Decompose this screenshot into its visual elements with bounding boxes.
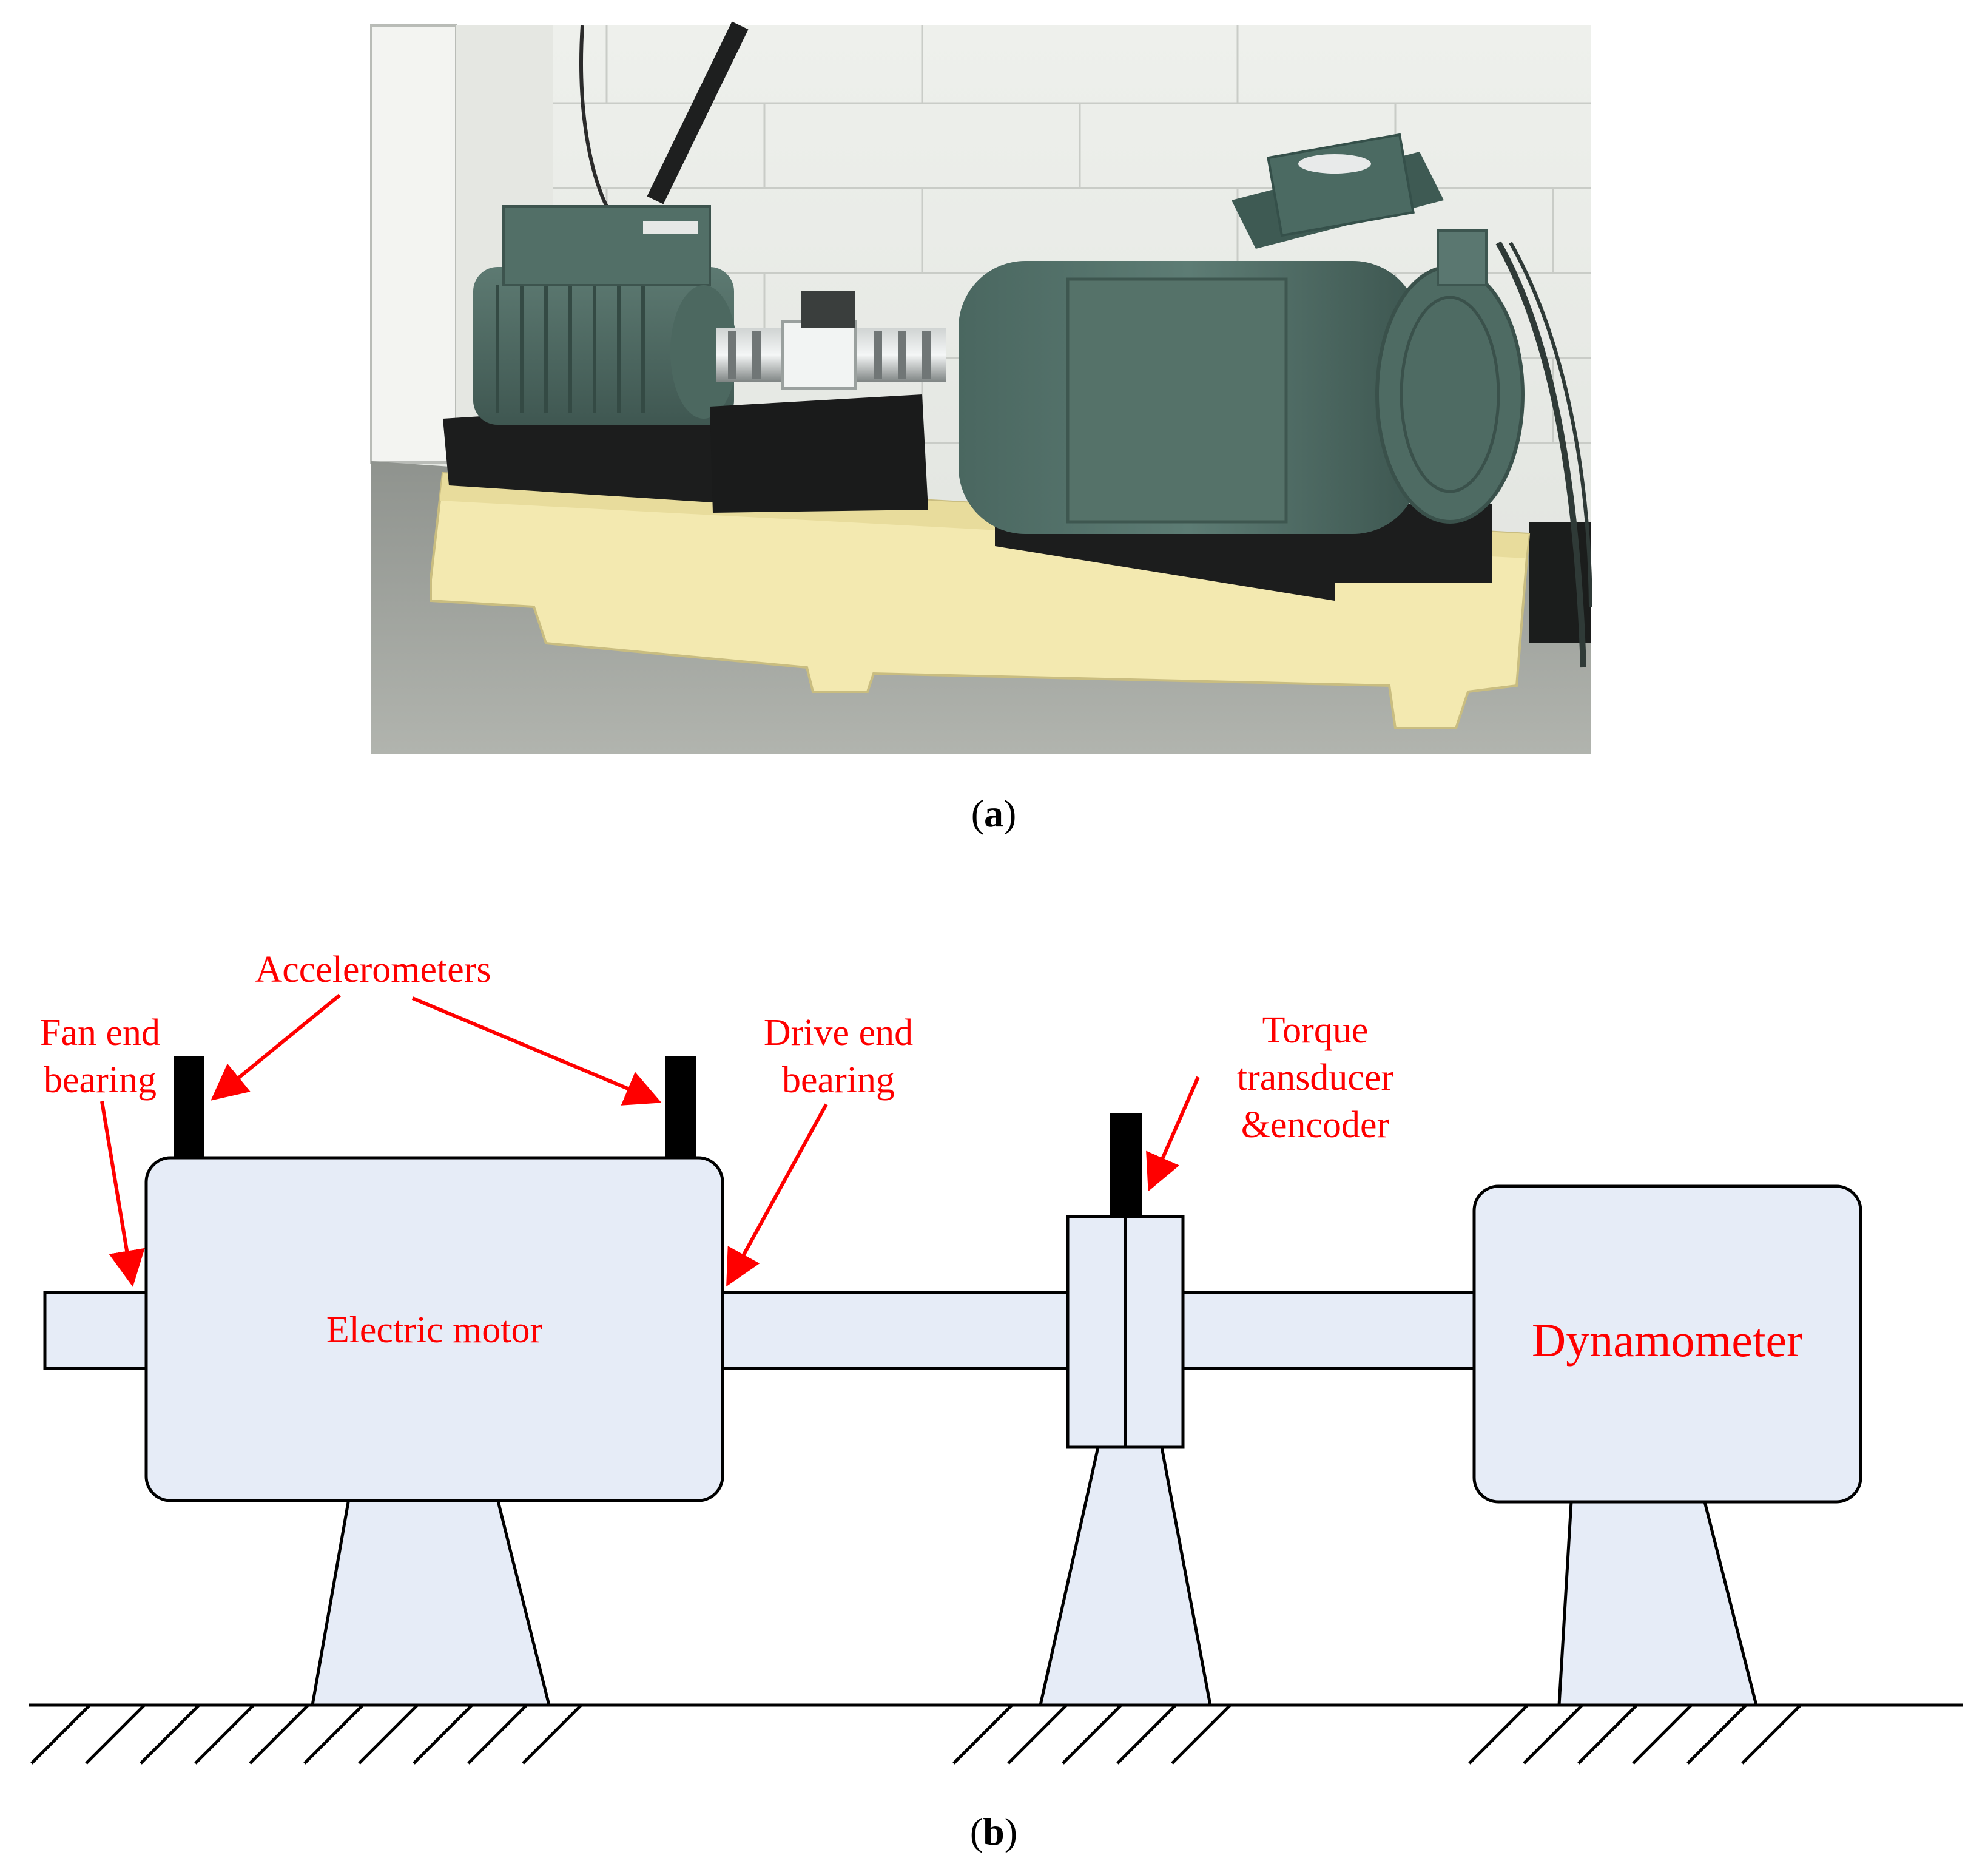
photo-motor-mount (443, 400, 731, 504)
caption-a: (a) (971, 792, 1017, 835)
photo-cable (647, 21, 749, 204)
schematic-panel (43, 1156, 1862, 1707)
caption-a-close: ) (1003, 792, 1016, 835)
arrow-drive-end (726, 1103, 828, 1287)
photo-transducer-stand (710, 394, 928, 513)
caption-b-close: ) (1005, 1810, 1017, 1853)
photo-cable (579, 25, 608, 208)
label-electric-motor: Electric motor (326, 1309, 543, 1351)
caption-b-open: ( (970, 1810, 983, 1853)
electric-motor (144, 1156, 724, 1502)
photo-dyno-end (1375, 265, 1525, 524)
caption-b-letter: b (983, 1810, 1005, 1853)
label-fan-end-line1: Fan end (40, 1012, 160, 1053)
photo-panel (370, 21, 1592, 754)
arrow-fan-end (100, 1101, 145, 1287)
arrow-torque (1146, 1076, 1200, 1192)
transducer-support (1038, 1445, 1213, 1707)
annotation-arrows (100, 993, 1200, 1287)
ground (29, 1703, 1963, 1765)
label-drive-end-line1: Drive end (764, 1012, 913, 1053)
dynamometer-support (1557, 1500, 1759, 1707)
label-torque-line2: transducer (1237, 1057, 1394, 1098)
photo-coupling-bolts (728, 331, 931, 379)
photo-transducer (781, 320, 857, 390)
photo-dyno-end-ring (1400, 296, 1500, 493)
photo-dyno-encoder (1437, 229, 1488, 286)
arrow-accel-right (411, 996, 662, 1106)
label-accelerometers: Accelerometers (255, 949, 491, 990)
label-torque-line1: Torque (1262, 1010, 1369, 1051)
ground-hatch-left (30, 1704, 582, 1765)
label-drive-end-line2: bearing (782, 1059, 895, 1101)
encoder-sensor (1110, 1113, 1142, 1217)
caption-a-open: ( (971, 792, 984, 835)
photo-motor-fins (496, 285, 645, 413)
torque-transducer-right (1124, 1215, 1185, 1449)
photo-dyno-panel (1066, 277, 1288, 524)
photo-motor-label (643, 221, 698, 234)
photo-motor-junction-box (502, 205, 711, 286)
drive-end-accelerometer (665, 1056, 696, 1158)
ground-hatch-middle (952, 1704, 1232, 1765)
ground-hatch-right (1468, 1704, 1802, 1765)
motor-support (311, 1497, 551, 1707)
label-dynamometer: Dynamometer (1532, 1314, 1802, 1367)
arrow-accel-left (211, 993, 341, 1101)
caption-a-letter: a (984, 792, 1003, 835)
dynamometer (1472, 1184, 1862, 1504)
label-fan-end-line2: bearing (44, 1059, 157, 1101)
fan-end-shaft (43, 1291, 150, 1370)
fan-end-accelerometer (174, 1056, 204, 1158)
photo-cable (1495, 241, 1586, 668)
torque-transducer-left (1066, 1215, 1127, 1449)
photo-door (370, 24, 457, 464)
photo-motor-end-bell (670, 285, 737, 419)
photo-motor-body (473, 267, 734, 425)
label-torque-line3: &encoder (1241, 1104, 1390, 1146)
photo-cable (1509, 242, 1592, 607)
caption-b: (b) (970, 1810, 1017, 1853)
photo-dyno-label (1298, 154, 1371, 174)
photo-transducer-head (801, 291, 855, 328)
